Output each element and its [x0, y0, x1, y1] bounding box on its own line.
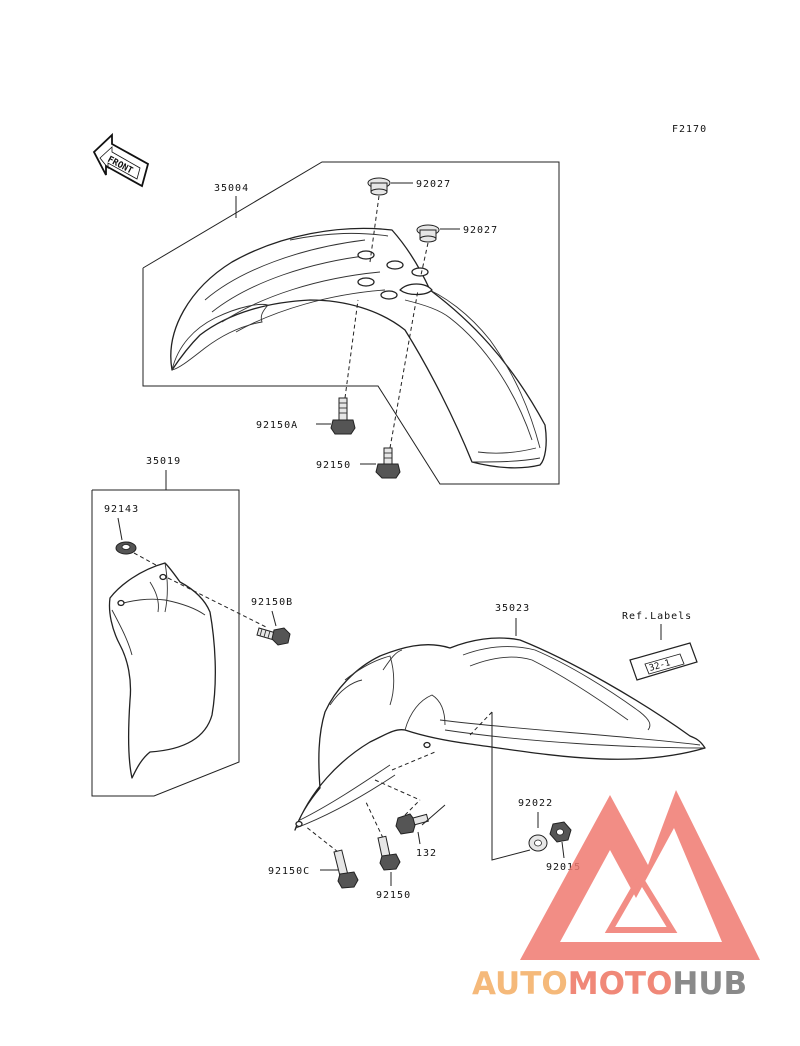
bolt-92150b	[256, 627, 291, 646]
bolt-92150c	[333, 849, 359, 889]
bolt-92150a	[330, 397, 356, 435]
label-bolt-92150-rear: 92150	[376, 890, 411, 901]
label-washer-92022: 92022	[518, 798, 553, 809]
label-bolt-92150c: 92150C	[268, 866, 310, 877]
label-bolt-132: 132	[416, 848, 437, 859]
label-collar-92143: 92143	[104, 504, 139, 515]
ref-labels-title: Ref.Labels	[622, 611, 692, 622]
watermark-hub: HUB	[672, 966, 747, 1002]
grommet-92027-a	[367, 177, 391, 196]
label-nut-92015: 92015	[546, 862, 581, 873]
rear-fender-group: 35023 Ref.Labels 32-1 92022	[268, 603, 706, 901]
label-bolt-92150a: 92150A	[256, 420, 298, 431]
label-front-fender: 35004	[214, 183, 249, 194]
label-bolt-92150b: 92150B	[251, 597, 293, 608]
ref-label-decal: 32-1	[629, 642, 698, 681]
label-side-cover: 35019	[146, 456, 181, 467]
watermark-moto: MOTO	[568, 966, 673, 1002]
watermark-auto: AUTO	[472, 966, 568, 1002]
front-arrow-icon: FRONT	[92, 132, 150, 188]
watermark-text: AUTOMOTOHUB	[472, 966, 747, 1002]
nut-92015	[549, 821, 572, 843]
diagram-code: F2170	[672, 124, 707, 135]
side-cover-group: 35019 92143 92150B	[91, 456, 293, 797]
label-grommet-2: 92027	[463, 225, 498, 236]
washer-92022	[528, 834, 548, 852]
bolt-92150-front	[375, 447, 401, 479]
label-grommet-1: 92027	[416, 179, 451, 190]
label-rear-fender: 35023	[495, 603, 530, 614]
label-bolt-92150-front: 92150	[316, 460, 351, 471]
automotohub-logo	[520, 790, 760, 960]
collar-92143	[115, 541, 137, 555]
bolt-132	[395, 813, 429, 835]
grommet-92027-b	[416, 224, 440, 243]
bolt-92150-rear	[377, 835, 401, 871]
front-fender-group: 35004 92027	[142, 161, 560, 485]
